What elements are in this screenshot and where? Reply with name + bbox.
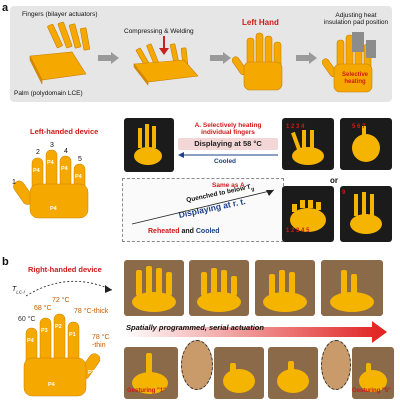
serial-actuation-label: Spatially programmed, serial actuation	[126, 323, 264, 332]
t-lc-label: TLC-I	[12, 286, 25, 295]
finger-tag: P4	[50, 206, 58, 212]
finger-tag: P4	[61, 166, 69, 172]
parts-illustration	[29, 21, 91, 85]
photo-b-6	[214, 347, 264, 399]
photo-b-3	[255, 260, 315, 316]
finger-strip	[57, 21, 73, 49]
photo-nums-2: 5 6 7	[352, 124, 366, 130]
temperature-arc	[25, 280, 113, 297]
caption-gesture-1: Gesturing "1"	[127, 388, 167, 394]
photo-hand-a1	[282, 118, 334, 170]
left-hand-illustration	[232, 32, 283, 91]
reheated-cooled-label: Reheated and Cooled	[148, 228, 220, 235]
finger-strip	[68, 23, 82, 49]
photo-b-8	[352, 347, 394, 399]
photo-hand-initial	[124, 118, 174, 172]
right-device-hand: P4 P3 P2 P1 P4 P1	[23, 313, 101, 397]
step-a-title: A. Selectively heating individual finger…	[194, 122, 262, 137]
photo-b-4	[321, 260, 383, 316]
finger-number: 2	[36, 149, 40, 156]
photo-nums-1: 1 2 3 4	[286, 124, 305, 130]
photo-nums-3: 1 2 3 4 5	[286, 228, 310, 234]
right-device-title: Right-handed device	[28, 265, 102, 274]
caption-gesture-5: Gesturing "5"	[352, 388, 392, 394]
finger-tag: P4	[33, 168, 41, 174]
selective-heating-label: Selective heating	[341, 72, 369, 85]
cooled-arrow	[178, 152, 278, 158]
cooled-label: Cooled	[214, 158, 237, 165]
finger-tag: P1	[69, 332, 76, 338]
zoom-circle-2	[321, 340, 351, 390]
left-device-title: Left-handed device	[30, 127, 99, 136]
same-as-label: Same as A.	[212, 182, 247, 189]
top-process-box	[10, 6, 392, 102]
zoom-circle-1	[181, 340, 213, 390]
finger-tag: P4	[27, 338, 35, 344]
photo-b-7	[268, 347, 318, 399]
temp-78-thin: 78 °C-thin	[92, 334, 110, 350]
temp-72: 72 °C	[52, 297, 70, 304]
finger-number: 5	[78, 156, 82, 163]
finger-strip	[47, 23, 63, 49]
photo-b-5	[124, 347, 178, 399]
photo-hand-a4	[340, 186, 392, 242]
photo-nums-4: 9	[342, 190, 346, 196]
panel-b-letter: b	[2, 256, 9, 268]
finger-tag: P4	[48, 382, 56, 388]
finger-number: 1	[12, 179, 16, 186]
serial-actuation-arrow	[122, 321, 387, 343]
adjusting-illustration	[322, 32, 376, 93]
photo-hand-a3	[282, 186, 334, 242]
finger-number: 4	[64, 148, 68, 155]
finger-tag: P1	[88, 370, 95, 376]
palm-label: Palm (polydomain LCE)	[14, 90, 83, 97]
displaying-58: Displaying at 58 °C	[178, 138, 278, 150]
insulation-pad	[352, 32, 364, 52]
finger-tag: P4	[47, 160, 55, 166]
finger-tag: P4	[16, 202, 24, 208]
finger-strip	[79, 27, 91, 51]
photo-b-1	[124, 260, 184, 316]
compress-illustration	[133, 36, 199, 86]
finger-number: 3	[50, 142, 54, 149]
left-hand-label: Left Hand	[242, 18, 279, 27]
temp-68: 68 °C	[34, 305, 52, 312]
temp-60: 60 °C	[18, 316, 36, 323]
finger-tag: P4	[75, 174, 83, 180]
adjusting-label: Adjusting heat insulation pad position	[323, 12, 389, 27]
quench-box	[122, 178, 284, 242]
left-device-hand: P4 P4 P4 P4 P4 P4 1 2 3 4 5	[12, 142, 89, 219]
process-arrow-2	[210, 52, 231, 64]
temp-78-thick: 78 °C-thick	[74, 308, 109, 315]
fingers-label: Fingers (bilayer actuators)	[22, 11, 98, 18]
photo-b-2	[189, 260, 249, 316]
compress-label: Compressing & Welding	[124, 28, 194, 35]
process-arrow-3	[296, 52, 317, 64]
finger-tag: P2	[55, 324, 62, 330]
process-arrow-1	[98, 52, 119, 64]
quench-arrow	[131, 189, 275, 225]
finger-tag: P3	[41, 328, 48, 334]
or-label: or	[330, 176, 338, 185]
panel-a-letter: a	[2, 2, 9, 14]
photo-hand-a2	[340, 118, 392, 170]
